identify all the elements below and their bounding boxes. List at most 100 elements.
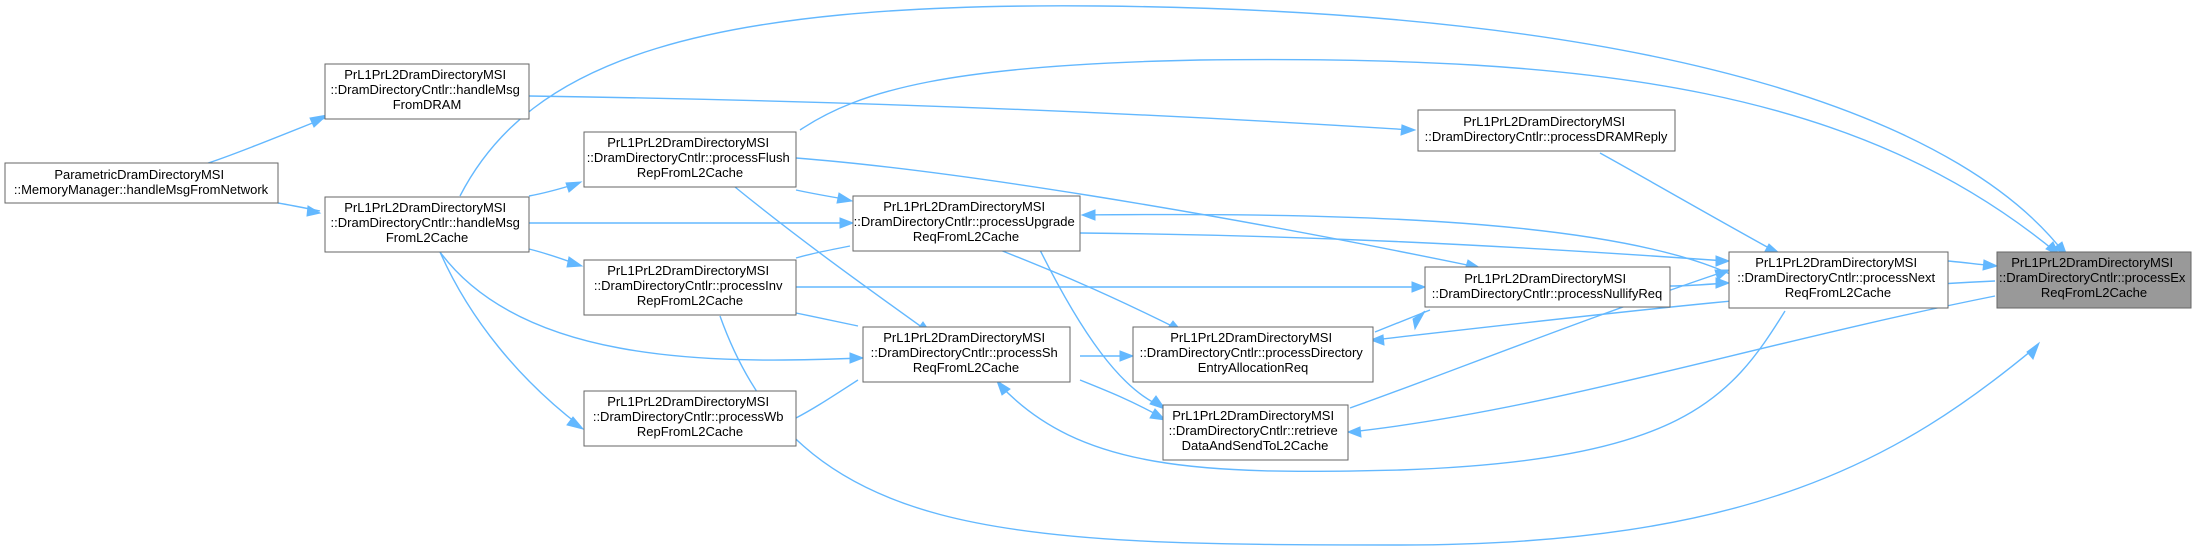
node-label-line: PrL1PrL2DramDirectoryMSI	[607, 135, 769, 150]
node-label-line: PrL1PrL2DramDirectoryMSI	[883, 199, 1045, 214]
svg-text:PrL1PrL2DramDirectoryMSI: PrL1PrL2DramDirectoryMSI ::DramDirectory…	[1169, 408, 1342, 453]
arrowhead	[565, 181, 583, 193]
edge-processNext-to-processFlush	[799, 58, 2058, 254]
arrowhead	[566, 256, 584, 268]
arrowhead	[836, 192, 854, 204]
node-processShReqFromL2Cache[interactable]: PrL1PrL2DramDirectoryMSI ::DramDirectory…	[862, 326, 1071, 383]
node-label-line: ReqFromL2Cache	[913, 360, 1019, 375]
node-label-line: RepFromL2Cache	[637, 165, 743, 180]
edge-processUpgrade-to-processInv	[795, 245, 851, 259]
node-label-line: PrL1PrL2DramDirectoryMSI	[883, 330, 1045, 345]
node-label-line: PrL1PrL2DramDirectoryMSI	[1463, 114, 1625, 129]
svg-text:PrL1PrL2DramDirectoryMSI: PrL1PrL2DramDirectoryMSI ::DramDirectory…	[854, 199, 1079, 244]
node-label-line: ::DramDirectoryCntlr::processNext	[1737, 270, 1935, 285]
svg-text:PrL1PrL2DramDirectoryMSI: PrL1PrL2DramDirectoryMSI ::DramDirectory…	[871, 330, 1062, 375]
node-label-line: PrL1PrL2DramDirectoryMSI	[2011, 255, 2173, 270]
arrowhead	[1412, 310, 1426, 331]
arrowhead	[1369, 334, 1385, 346]
svg-text:PrL1PrL2DramDirectoryMSI: PrL1PrL2DramDirectoryMSI ::DramDirectory…	[331, 67, 524, 112]
svg-text:PrL1PrL2DramDirectoryMSI: PrL1PrL2DramDirectoryMSI ::DramDirectory…	[1140, 330, 1367, 375]
svg-text:PrL1PrL2DramDirectoryMSI: PrL1PrL2DramDirectoryMSI ::DramDirectory…	[594, 263, 786, 308]
node-label-line: RepFromL2Cache	[637, 293, 743, 308]
node-label-line: ReqFromL2Cache	[1785, 285, 1891, 300]
edge-processSh-to-handleMsgFromL2Cache	[439, 251, 861, 361]
svg-text:PrL1PrL2DramDirectoryMSI: PrL1PrL2DramDirectoryMSI ::DramDirectory…	[1425, 114, 1668, 144]
edge-processNullify-to-processFlush	[795, 157, 1478, 268]
edge-processSh-to-processWb	[795, 379, 859, 419]
node-label-line: ::DramDirectoryCntlr::processDirectory	[1140, 345, 1364, 360]
edge-processNext-to-processDRAMReply	[1599, 152, 1779, 254]
edge-processWb-to-handleMsgFromL2Cache	[439, 251, 581, 427]
arrowhead	[1715, 255, 1731, 267]
node-label-line: ::DramDirectoryCntlr::retrieve	[1169, 423, 1338, 438]
arrowhead	[1982, 259, 1999, 271]
arrowhead	[566, 416, 585, 430]
node-processDirectoryEntryAllocationReq[interactable]: PrL1PrL2DramDirectoryMSI ::DramDirectory…	[1132, 326, 1374, 383]
edge-processEx-to-processSh	[999, 310, 1786, 473]
node-processFlushRepFromL2Cache[interactable]: PrL1PrL2DramDirectoryMSI ::DramDirectory…	[583, 131, 797, 188]
node-processInvRepFromL2Cache[interactable]: PrL1PrL2DramDirectoryMSI ::DramDirectory…	[583, 259, 797, 316]
node-handleMsgFromL2Cache[interactable]: PrL1PrL2DramDirectoryMSI ::DramDirectory…	[324, 196, 530, 253]
node-processDRAMReply[interactable]: PrL1PrL2DramDirectoryMSI ::DramDirectory…	[1417, 109, 1676, 152]
arrowhead	[1149, 408, 1167, 421]
node-label-line: PrL1PrL2DramDirectoryMSI	[1464, 271, 1626, 286]
node-label-line: ::DramDirectoryCntlr::processFlush	[587, 150, 790, 165]
arrowhead	[2026, 341, 2041, 360]
node-processExReqFromL2Cache[interactable]: PrL1PrL2DramDirectoryMSI ::DramDirectory…	[1996, 251, 2192, 309]
svg-text:PrL1PrL2DramDirectoryMSI: PrL1PrL2DramDirectoryMSI ::DramDirectory…	[331, 200, 524, 245]
node-retrieveDataAndSendToL2Cache[interactable]: PrL1PrL2DramDirectoryMSI ::DramDirectory…	[1162, 404, 1349, 461]
edge-processDirectory-to-processNullify	[1374, 309, 1431, 333]
svg-text:PrL1PrL2DramDirectoryMSI: PrL1PrL2DramDirectoryMSI ::DramDirectory…	[1737, 255, 1939, 300]
edge-processEx-to-processUpgrade	[1082, 213, 1731, 275]
arrowhead	[1400, 124, 1417, 136]
edge-retrieve-to-processUpgrade	[1039, 249, 1164, 408]
node-label-line: PrL1PrL2DramDirectoryMSI	[607, 394, 769, 409]
arrowhead	[309, 114, 329, 128]
svg-text:PrL1PrL2DramDirectoryMSI: PrL1PrL2DramDirectoryMSI ::DramDirectory…	[587, 135, 794, 180]
arrowhead	[306, 205, 322, 217]
node-label-line: ::DramDirectoryCntlr::handleMsg	[331, 82, 520, 97]
arrowhead	[1411, 281, 1427, 293]
node-label-line: DataAndSendToL2Cache	[1182, 438, 1329, 453]
node-handleMsgFromNetwork[interactable]: ParametricDramDirectoryMSI ::MemoryManag…	[4, 162, 279, 204]
svg-text:PrL1PrL2DramDirectoryMSI: PrL1PrL2DramDirectoryMSI ::DramDirectory…	[1999, 255, 2189, 300]
node-label-line: ReqFromL2Cache	[2041, 285, 2147, 300]
node-label-line: ::DramDirectoryCntlr::processSh	[871, 345, 1058, 360]
node-label-line: EntryAllocationReq	[1198, 360, 1309, 375]
node-label-line: ::DramDirectoryCntlr::processWb	[593, 409, 784, 424]
node-processNextReqFromL2Cache[interactable]: PrL1PrL2DramDirectoryMSI ::DramDirectory…	[1728, 251, 1949, 309]
node-label-line: ::MemoryManager::handleMsgFromNetwork	[14, 182, 269, 197]
node-label-line: ::DramDirectoryCntlr::processDRAMReply	[1425, 129, 1668, 144]
arrowhead	[996, 379, 1011, 396]
node-label-line: FromDRAM	[393, 97, 462, 112]
nodes: ParametricDramDirectoryMSI ::MemoryManag…	[4, 63, 2192, 461]
node-handleMsgFromDRAM[interactable]: PrL1PrL2DramDirectoryMSI ::DramDirectory…	[324, 63, 530, 120]
node-label-line: ::DramDirectoryCntlr::processEx	[1999, 270, 2186, 285]
node-label-line: PrL1PrL2DramDirectoryMSI	[1172, 408, 1334, 423]
node-label-line: FromL2Cache	[386, 230, 468, 245]
node-label-line: PrL1PrL2DramDirectoryMSI	[607, 263, 769, 278]
arrowhead	[1080, 209, 1096, 221]
edge-processDRAMReply-to-handleMsgFromDRAM	[528, 95, 1413, 131]
arrowhead	[1149, 395, 1167, 410]
edge-processNext-to-processUpgrade	[1079, 232, 1727, 262]
edge-processSh-to-processFlush	[734, 186, 931, 334]
node-label-line: PrL1PrL2DramDirectoryMSI	[1170, 330, 1332, 345]
edge-processEx-to-retrieve	[1349, 295, 1996, 433]
arrowhead	[839, 217, 855, 229]
node-label-line: RepFromL2Cache	[637, 424, 743, 439]
node-label-line: ::DramDirectoryCntlr::processNullifyReq	[1432, 286, 1662, 301]
edges	[204, 5, 2068, 546]
node-processUpgradeReqFromL2Cache[interactable]: PrL1PrL2DramDirectoryMSI ::DramDirectory…	[852, 195, 1081, 252]
node-processNullifyReq[interactable]: PrL1PrL2DramDirectoryMSI ::DramDirectory…	[1424, 266, 1671, 308]
node-label-line: ReqFromL2Cache	[913, 229, 1019, 244]
node-label-line: ::DramDirectoryCntlr::processUpgrade	[854, 214, 1075, 229]
arrowhead	[1346, 426, 1362, 438]
edge-processEx-to-processInv-bottom	[719, 315, 2038, 546]
edge-processDirectory-to-processUpgrade	[999, 249, 1181, 331]
svg-text:PrL1PrL2DramDirectoryMSI: PrL1PrL2DramDirectoryMSI ::DramDirectory…	[1432, 271, 1662, 301]
node-processWbRepFromL2Cache[interactable]: PrL1PrL2DramDirectoryMSI ::DramDirectory…	[583, 390, 797, 447]
node-label-line: ::DramDirectoryCntlr::handleMsg	[331, 215, 520, 230]
arrowhead	[849, 352, 865, 364]
